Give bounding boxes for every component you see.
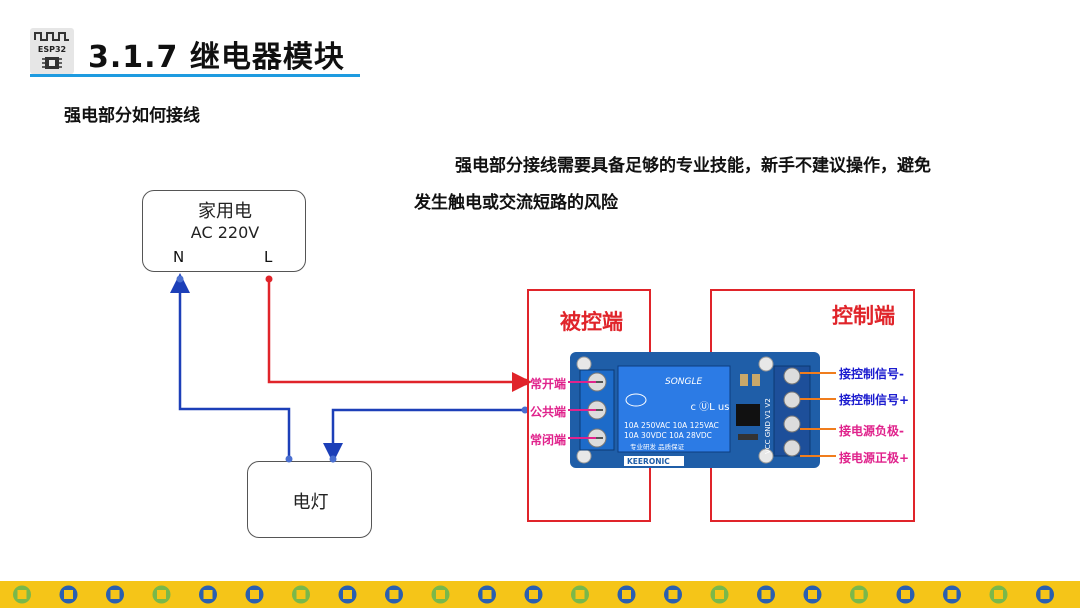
mains-n-dot	[176, 275, 184, 283]
nc-terminal-label: 常闭端	[530, 433, 567, 447]
title-underline	[30, 74, 360, 77]
chip-core	[389, 590, 399, 599]
lamp-box: 电灯	[247, 461, 372, 538]
chip-core	[994, 590, 1003, 599]
chip-core	[529, 590, 538, 599]
controlled-side-title: 被控端	[560, 310, 623, 334]
subheading: 强电部分如何接线	[64, 106, 200, 126]
chip-core	[482, 590, 492, 599]
common-wire	[323, 408, 522, 463]
relay-slogan: 专业研发 品质保证	[630, 442, 685, 451]
chip-core	[808, 590, 817, 599]
chip-core	[761, 590, 771, 599]
chip-core	[110, 590, 120, 599]
chip-core	[250, 590, 259, 599]
lamp-left-dot	[285, 455, 293, 463]
relay-brand: SONGLE	[665, 377, 703, 387]
chip-core	[575, 590, 585, 599]
decorative-footer-strip	[0, 581, 1080, 608]
logo-text: ESP32	[38, 45, 66, 54]
power-minus-label: 接电源负极-	[839, 424, 904, 438]
chip-core	[1040, 590, 1050, 599]
chip-core	[854, 590, 864, 599]
relay-rating-2: 10A 30VDC 10A 28VDC	[624, 431, 712, 440]
no-terminal-dot	[521, 378, 529, 386]
chip-core	[622, 590, 631, 599]
title-block: ESP32 3.1.7 继电器模块	[30, 24, 360, 80]
chip-core	[947, 590, 957, 599]
relay-module-image: SONGLE c ⓊL us 10A 250VAC 10A 125VAC 10A…	[570, 352, 820, 468]
com-terminal-label: 公共端	[530, 405, 567, 419]
chip-core	[436, 590, 445, 599]
chip-pattern	[13, 585, 1054, 604]
chip-core	[668, 590, 678, 599]
chip-core	[343, 590, 352, 599]
chip-core	[901, 590, 910, 599]
chip-core	[203, 590, 213, 599]
chip-core	[157, 590, 166, 599]
esp32-chip-icon: ESP32	[30, 28, 74, 74]
mains-title: 家用电	[198, 201, 252, 222]
relay-maker: KEERONIC	[627, 457, 670, 466]
relay-rating-1: 10A 250VAC 10A 125VAC	[624, 421, 719, 430]
live-terminal-label: L	[264, 248, 273, 266]
description-line-1: 强电部分接线需要具备足够的专业技能，新手不建议操作，避免	[455, 156, 931, 176]
description-line-2: 发生触电或交流短路的风险	[414, 193, 618, 213]
chip-core	[715, 590, 724, 599]
signal-plus-label: 接控制信号+	[839, 393, 910, 407]
control-side-title: 控制端	[832, 304, 895, 328]
live-wire	[267, 279, 532, 392]
no-terminal-label: 常开端	[530, 377, 567, 391]
relay-pin-header: VCC GND V1 V2	[764, 398, 772, 454]
live-wire-end-dot	[265, 275, 273, 283]
lamp-label: 电灯	[292, 492, 329, 513]
mains-voltage: AC 220V	[190, 223, 260, 242]
mains-power-box: 家用电 AC 220V N L	[142, 190, 306, 272]
lamp-right-dot	[329, 455, 337, 463]
power-plus-label: 接电源正极+	[839, 451, 910, 465]
neutral-terminal-label: N	[173, 248, 185, 266]
signal-minus-label: 接控制信号-	[839, 367, 904, 381]
page-title: 3.1.7 继电器模块	[88, 40, 345, 75]
neutral-wire	[170, 273, 291, 457]
svg-text:c ⓊL us: c ⓊL us	[691, 401, 730, 413]
com-terminal-dot	[521, 406, 529, 414]
chip-core	[64, 590, 73, 599]
chip-core	[17, 590, 27, 599]
chip-core	[296, 590, 306, 599]
